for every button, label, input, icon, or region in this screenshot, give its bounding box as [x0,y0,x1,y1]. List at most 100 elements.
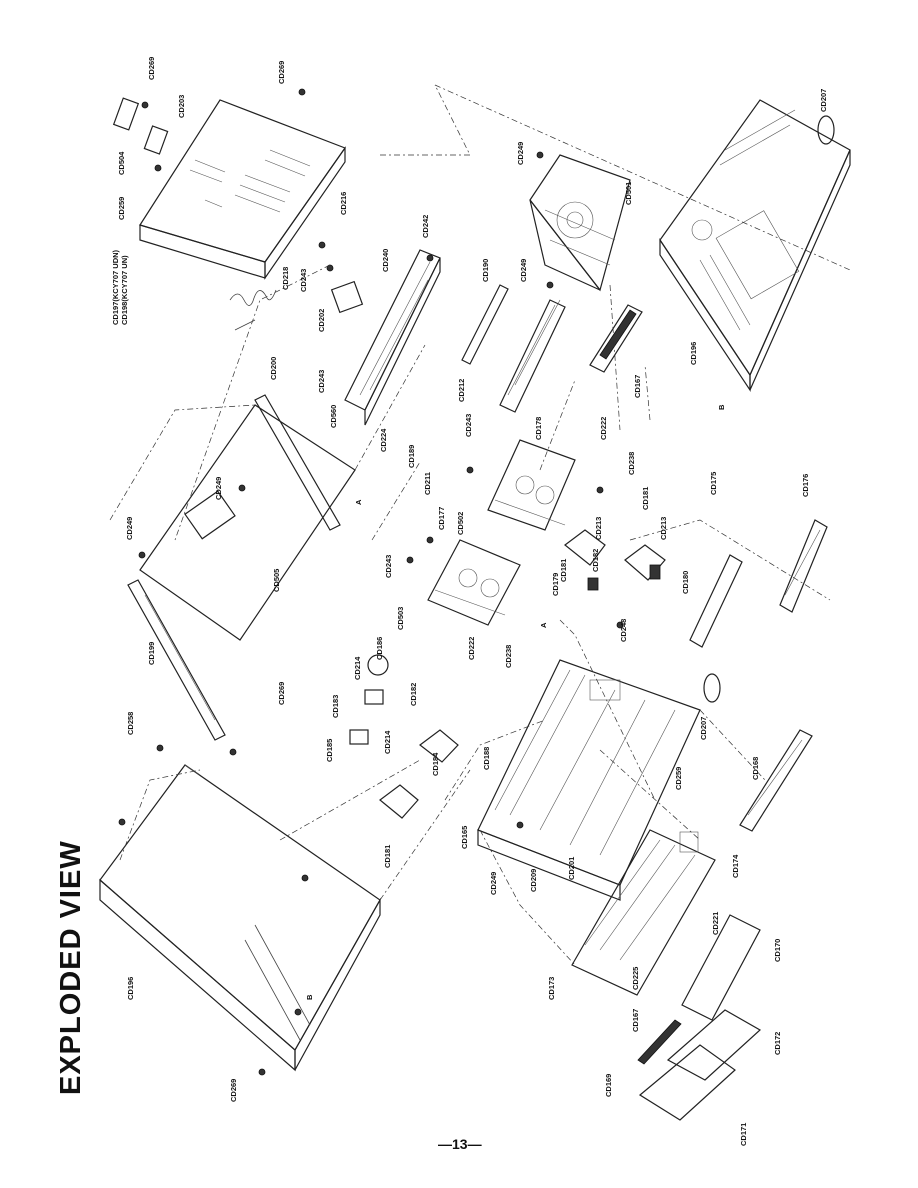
outer-cabinet [99,764,381,1072]
tape-deck-cd503 [427,539,521,626]
part-label: CD243 [317,369,326,393]
cassette-door-cd172 [666,1009,762,1081]
part-label: CD259 [674,766,683,790]
part-label: CD200 [269,356,278,380]
part-label: CD211 [423,472,432,495]
part-label: CD181 [641,486,650,510]
side-bar-cd199 [127,579,226,741]
main-board-cd560 [344,249,441,426]
reference-mark: B [717,404,726,410]
part-label: CD249 [516,141,525,165]
part-label: CD213 [594,516,603,540]
part-label: CD269 [147,56,156,80]
part-label: CD222 [599,416,608,440]
rail-cd175 [689,554,743,648]
part-label: CD238 [627,451,636,475]
part-label: CD242 [421,214,430,238]
part-label: CD167 [633,374,642,398]
page-title: EXPLODED VIEW [55,840,87,1095]
reference-mark: A [354,499,363,505]
part-label: CD243 [384,554,393,578]
part-label: CD269 [229,1078,238,1102]
cd-mechanism-cd501 [529,154,631,292]
part-label: CD165 [460,825,469,849]
leader-lines [109,84,851,966]
cassette-door-cd171 [637,1019,736,1121]
part-label: CD249 [125,516,134,540]
bottom-chassis [659,99,851,392]
part-label: CD169 [604,1073,613,1097]
part-label: CD504 [117,151,126,175]
part-label: CD224 [379,428,388,452]
part-label: CD167 [631,1008,640,1032]
part-label: CD174 [731,854,740,878]
part-label: CD214 [353,656,362,680]
shield-plate-cd505 [139,404,356,641]
handwritten-note [229,289,277,331]
part-label: CD178 [534,416,543,440]
part-label: CD176 [801,473,810,497]
tape-deck-cd502 [487,439,576,531]
part-label: CD180 [681,570,690,594]
part-label: CD249 [489,871,498,895]
top-cover-panel [139,99,346,280]
part-label: CD225 [631,966,640,990]
front-panel-cd174 [571,829,716,996]
rail-cd178 [499,299,566,413]
part-label: CD172 [773,1031,782,1055]
part-label: CD238 [504,644,513,668]
cassette-door-cd170 [681,914,761,1021]
bar-cd168 [739,729,813,832]
part-label: CD249 [214,476,223,500]
part-label: CD175 [709,471,718,495]
part-label: CD196 [689,341,698,365]
rail-cd167 [589,304,643,373]
part-label: CD222 [467,636,476,660]
reference-mark: B [305,994,314,1000]
part-label: CD199 [147,641,156,665]
part-label: CD171 [739,1122,748,1146]
part-label: CD212 [457,378,466,402]
bracket-cd200 [254,394,341,531]
part-label: CD214 [383,730,392,754]
gear-assembly-cd182 [349,654,459,819]
part-label: CD181 [383,844,392,868]
screws [118,88,624,1076]
page-number: —13— [438,1136,482,1152]
part-label: CD249 [519,258,528,282]
part-label: CD505 [272,568,281,592]
part-label: CD182 [409,682,418,706]
part-label: CD196 [126,976,135,1000]
part-label: CD209 [529,868,538,892]
part-label: CD177 [437,506,446,530]
disc-cd207 [703,115,835,703]
part-label: CD213 [659,516,668,540]
part-label: CD168 [751,756,760,780]
part-label: CD170 [773,938,782,962]
part-label: CD190 [481,258,490,282]
part-label: CD183 [331,694,340,718]
part-label: CD182 [591,548,600,572]
part-label: CD501 [624,181,633,205]
part-label: CD221 [711,911,720,935]
part-label: CD181 [559,558,568,582]
part-label: CD185 [325,738,334,762]
part-label: CD207 [699,716,708,740]
part-label: CD197(KCY707 UDN) [111,249,120,325]
part-label: CD269 [277,60,286,84]
part-label: CD189 [407,444,416,468]
gear-assembly-cd181 [564,529,666,591]
bracket-cd504 [112,97,169,172]
front-chassis-cd165 [477,659,701,901]
part-label: CD203 [177,94,186,118]
part-label: CD259 [117,196,126,220]
part-label: CD173 [547,976,556,1000]
part-label: CD202 [317,308,326,332]
part-label: CD179 [551,572,560,596]
part-label: CD560 [329,404,338,428]
part-label: CD188 [482,746,491,770]
part-label: CD243 [464,413,473,437]
rail-cd190 [461,284,509,365]
